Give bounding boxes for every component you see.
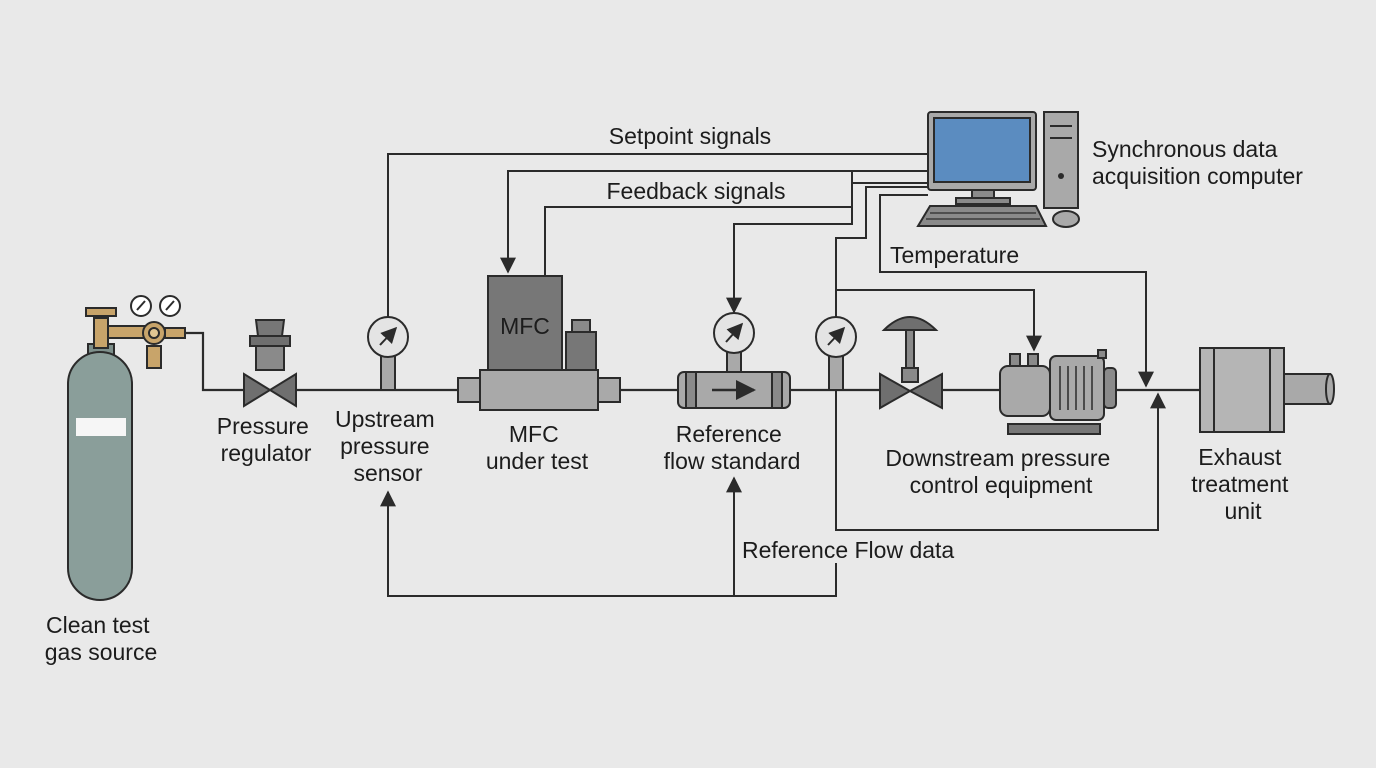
downstream-signal-line: [835, 186, 1166, 531]
gas-cylinder-icon: [67, 295, 186, 601]
pump-signal-line: [836, 289, 1042, 352]
pressure-regulator-icon: [243, 319, 297, 408]
exhaust-unit-icon: [1199, 347, 1335, 433]
pump-icon: [999, 349, 1117, 435]
signal-lines: [380, 153, 1166, 597]
reference-standard-label: Reference flow standard: [664, 421, 801, 474]
control-valve-icon: [879, 316, 943, 410]
upstream-sensor-label: Upstream pressure sensor: [335, 406, 441, 486]
downstream-pressure-gauge-icon: [815, 316, 857, 391]
upstream-pressure-gauge-icon: [367, 316, 409, 391]
computer-label: Synchronous data acquisition computer: [1092, 136, 1303, 189]
downstream-equipment-label: Downstream pressure control equipment: [885, 445, 1116, 498]
reference-flow-standard-icon: [677, 312, 791, 409]
feedback-signals-label: Feedback signals: [607, 178, 786, 204]
temperature-label: Temperature: [890, 242, 1019, 268]
mfc-setpoint-line: [500, 170, 928, 274]
mfc-device-icon: MFC: [457, 275, 621, 411]
reference-flow-data-label: Reference Flow data: [742, 537, 954, 563]
gas-source-label: Clean test gas source: [45, 612, 158, 665]
reference-standard-signal-line: [726, 182, 928, 314]
mfc-body-label: MFC: [500, 313, 550, 339]
computer-icon: [916, 111, 1080, 228]
setpoint-signals-label: Setpoint signals: [609, 123, 771, 149]
setpoint-signal-line: [387, 153, 928, 318]
mfc-under-test-label: MFC under test: [486, 421, 589, 474]
reference-flow-data-line: [380, 490, 837, 597]
exhaust-unit-label: Exhaust treatment unit: [1191, 444, 1295, 524]
pressure-regulator-label: Pressure regulator: [217, 413, 315, 466]
temperature-signal-line: [879, 194, 1154, 388]
